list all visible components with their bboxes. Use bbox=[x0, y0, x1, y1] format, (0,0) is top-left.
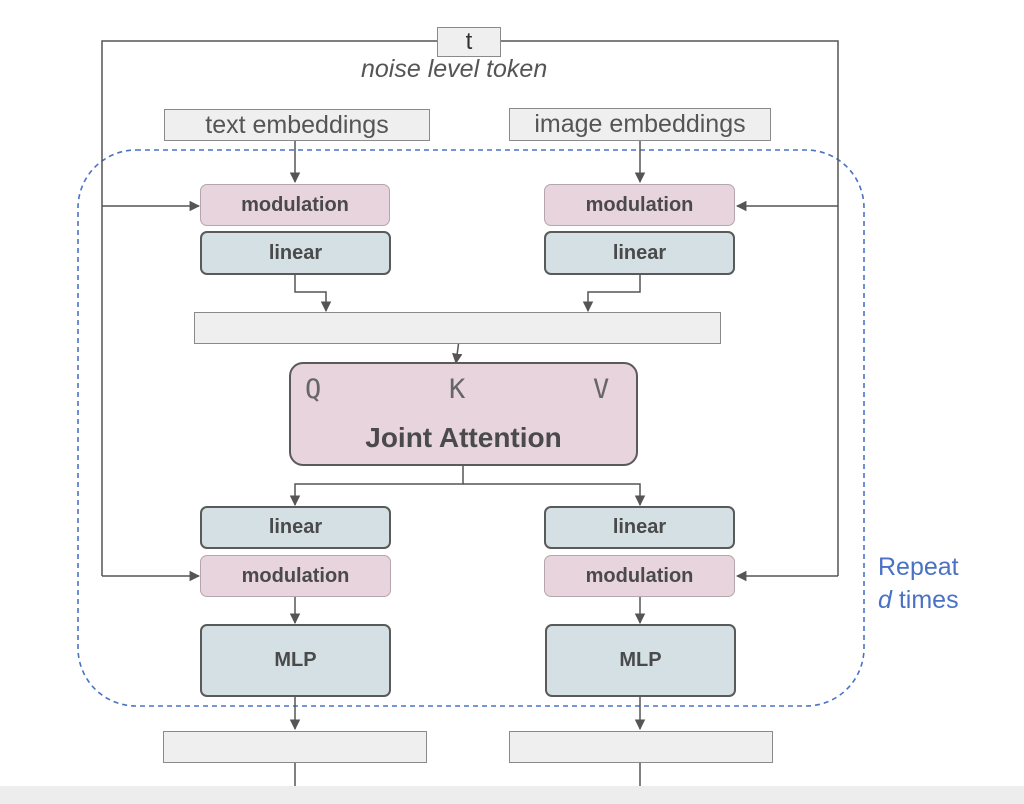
joint-attention-block: Q K V Joint Attention bbox=[289, 362, 638, 466]
text-modulation-top: modulation bbox=[200, 184, 390, 226]
image-linear-bottom: linear bbox=[544, 506, 735, 549]
split-line bbox=[289, 466, 464, 507]
image-linear-top: linear bbox=[544, 231, 735, 275]
repeat-count-line: d times bbox=[878, 584, 959, 617]
image-modulation-bottom: modulation bbox=[544, 555, 735, 597]
text-embeddings-box: text embeddings bbox=[164, 109, 430, 141]
noise-line bbox=[500, 40, 839, 576]
text-modulation-bottom: modulation bbox=[200, 555, 391, 597]
text-linear-top: linear bbox=[200, 231, 391, 275]
noise-token-box: t bbox=[437, 27, 501, 57]
concat-arrow bbox=[294, 274, 332, 313]
text-linear-bottom: linear bbox=[200, 506, 391, 549]
concatenation-bar bbox=[194, 312, 721, 344]
bottom-edge bbox=[0, 786, 1024, 804]
repeat-annotation: Repeat d times bbox=[878, 551, 959, 617]
text-mlp: MLP bbox=[200, 624, 391, 697]
repeat-times: times bbox=[891, 586, 959, 614]
repeat-variable: d bbox=[878, 586, 892, 614]
text-output-bar bbox=[163, 731, 427, 763]
image-modulation-top: modulation bbox=[544, 184, 735, 226]
concat-arrow bbox=[582, 274, 641, 313]
value-label: V bbox=[593, 374, 610, 405]
joint-attention-title: Joint Attention bbox=[365, 422, 562, 453]
noise-line bbox=[101, 40, 437, 576]
query-label: Q bbox=[305, 374, 322, 405]
image-mlp: MLP bbox=[545, 624, 736, 697]
split-line bbox=[463, 483, 646, 507]
repeat-region bbox=[77, 149, 865, 707]
noise-level-caption: noise level token bbox=[361, 55, 548, 83]
image-output-bar bbox=[509, 731, 773, 763]
image-embeddings-box: image embeddings bbox=[509, 108, 771, 141]
repeat-label: Repeat bbox=[878, 553, 959, 581]
key-label: K bbox=[449, 374, 466, 405]
